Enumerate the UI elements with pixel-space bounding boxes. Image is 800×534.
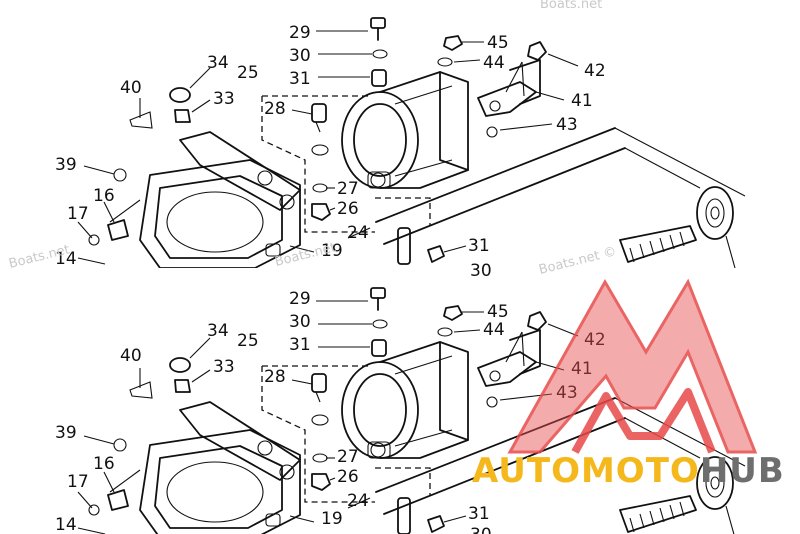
callout-41: 41 bbox=[571, 359, 593, 379]
callout-41: 41 bbox=[571, 91, 593, 111]
callout-30b: 30 bbox=[470, 525, 492, 534]
callout-31b: 31 bbox=[468, 236, 490, 256]
callout-19: 19 bbox=[321, 509, 343, 529]
callout-17: 17 bbox=[67, 472, 89, 492]
callout-43: 43 bbox=[556, 383, 578, 403]
callout-42: 42 bbox=[584, 330, 606, 350]
callout-26: 26 bbox=[337, 199, 359, 219]
callout-43: 43 bbox=[556, 115, 578, 135]
callout-30: 30 bbox=[289, 46, 311, 66]
callout-24: 24 bbox=[347, 491, 369, 511]
callout-19: 19 bbox=[321, 241, 343, 261]
callout-28: 28 bbox=[264, 367, 286, 387]
watermarks: Boats.net Boats.net Boats.net Boats.net … bbox=[7, 0, 618, 278]
callout-44: 44 bbox=[483, 320, 505, 340]
logo-text: AUTOMOTOHUB bbox=[472, 451, 785, 491]
callout-27: 27 bbox=[337, 447, 359, 467]
callout-30b: 30 bbox=[470, 261, 492, 281]
callout-40: 40 bbox=[120, 78, 142, 98]
callout-31: 31 bbox=[289, 69, 311, 89]
logo-text-automoto: AUTOMOTO bbox=[472, 451, 700, 491]
callout-16: 16 bbox=[93, 186, 115, 206]
callout-45: 45 bbox=[487, 33, 509, 53]
callout-25: 25 bbox=[237, 63, 259, 83]
callout-26: 26 bbox=[337, 467, 359, 487]
logo-mark bbox=[507, 278, 758, 454]
callout-33: 33 bbox=[213, 89, 235, 109]
callout-31b: 31 bbox=[468, 504, 490, 524]
callout-14: 14 bbox=[55, 249, 77, 269]
callout-27: 27 bbox=[337, 179, 359, 199]
callout-16: 16 bbox=[93, 454, 115, 474]
callout-30: 30 bbox=[289, 312, 311, 332]
callout-29: 29 bbox=[289, 23, 311, 43]
watermark-right: Boats.net © bbox=[537, 244, 618, 278]
diagram-copy-lower bbox=[77, 287, 746, 534]
callout-44: 44 bbox=[483, 53, 505, 73]
copy-separator bbox=[0, 268, 800, 271]
callout-34: 34 bbox=[207, 53, 229, 73]
automotohub-logo: AUTOMOTOHUB bbox=[472, 278, 785, 491]
callout-42: 42 bbox=[584, 61, 606, 81]
callouts-upper: 29 30 31 45 44 42 41 43 34 25 40 33 28 3… bbox=[55, 23, 606, 281]
callout-24: 24 bbox=[347, 223, 369, 243]
callout-29: 29 bbox=[289, 289, 311, 309]
callout-33: 33 bbox=[213, 357, 235, 377]
callout-40: 40 bbox=[120, 346, 142, 366]
callout-14: 14 bbox=[55, 515, 77, 534]
watermark-top: Boats.net bbox=[540, 0, 602, 12]
callout-25: 25 bbox=[237, 331, 259, 351]
callouts-lower: 29 30 31 45 44 42 41 43 34 25 40 33 28 3… bbox=[55, 289, 606, 534]
callout-17: 17 bbox=[67, 204, 89, 224]
watermark-center: Boats.net bbox=[273, 240, 337, 270]
callout-34: 34 bbox=[207, 321, 229, 341]
diagram-copy-upper bbox=[77, 17, 746, 269]
callout-45: 45 bbox=[487, 302, 509, 322]
callout-39: 39 bbox=[55, 155, 77, 175]
callout-39: 39 bbox=[55, 423, 77, 443]
logo-text-hub: HUB bbox=[700, 451, 785, 491]
callout-31: 31 bbox=[289, 335, 311, 355]
callout-28: 28 bbox=[264, 99, 286, 119]
